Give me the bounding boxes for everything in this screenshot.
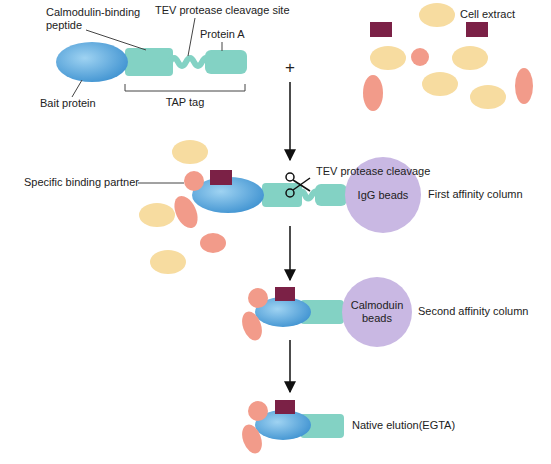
protein-square	[210, 170, 232, 185]
annotation-label: TAP tag	[150, 96, 220, 109]
protein-blob	[363, 75, 383, 111]
protein-blob	[411, 48, 429, 66]
protein-blob	[419, 3, 455, 27]
leader-line	[138, 183, 184, 184]
annotation-label: Bait protein	[40, 97, 130, 110]
process-arrow	[289, 226, 291, 280]
annotation-label: Protein A	[200, 28, 270, 41]
protein-blob	[515, 68, 533, 104]
annotation-label: TEV protease cleavage	[316, 165, 466, 178]
annotation-label: Native elution(EGTA)	[352, 419, 502, 432]
protein-a-block	[315, 184, 347, 206]
tev-linker	[170, 58, 210, 66]
scissors-handle	[286, 189, 294, 197]
protein-blob	[172, 140, 208, 164]
scissors-blade	[293, 180, 310, 191]
protein-square	[275, 287, 295, 301]
annotation-label: Second affinity column	[418, 305, 550, 318]
leader-line	[222, 42, 223, 51]
bracket	[125, 84, 245, 91]
bead-node: Calmoduin beads	[342, 277, 412, 347]
annotation-label: +	[278, 58, 302, 77]
protein-a-block	[205, 50, 247, 74]
binding-partner	[248, 288, 268, 308]
binding-partner	[238, 309, 265, 343]
annotation-label: Cell extract	[460, 8, 545, 21]
protein-blob	[370, 46, 406, 70]
binding-partner	[248, 401, 268, 421]
leader-line	[72, 80, 82, 97]
protein-blob	[452, 46, 488, 70]
bait-protein	[56, 42, 128, 82]
annotation-label: TEV protease cleavage site	[155, 4, 325, 17]
binding-partner	[184, 171, 204, 191]
protein-blob	[139, 203, 175, 227]
leader-line	[86, 30, 146, 50]
leader-line	[188, 18, 195, 56]
binding-partner	[238, 422, 265, 456]
process-arrow	[289, 82, 291, 160]
protein-blob	[470, 85, 506, 109]
protein-blob	[200, 233, 226, 253]
bead-label: Calmoduin beads	[349, 299, 405, 325]
annotation-label: Specific binding partner	[24, 176, 154, 189]
calmodulin-binding-peptide	[262, 183, 302, 207]
node-text-holder: Calmoduin beads	[342, 277, 412, 347]
bead-circle	[342, 277, 412, 347]
protein-square	[275, 400, 295, 414]
process-arrow	[289, 340, 291, 392]
protein-blob	[150, 250, 186, 274]
bead-label: IgG beads	[353, 189, 413, 202]
annotation-label: First affinity column	[428, 188, 550, 201]
protein-square	[466, 22, 488, 37]
protein-blob	[422, 72, 458, 96]
scissors-blade	[293, 178, 310, 190]
scissors-handle	[286, 173, 294, 181]
protein-square	[370, 22, 392, 37]
scissors-symbol	[286, 173, 310, 197]
binding-partner	[170, 192, 202, 231]
annotation-label: Calmodulin-binding peptide	[46, 6, 156, 32]
calmodulin-binding-peptide	[125, 48, 173, 76]
